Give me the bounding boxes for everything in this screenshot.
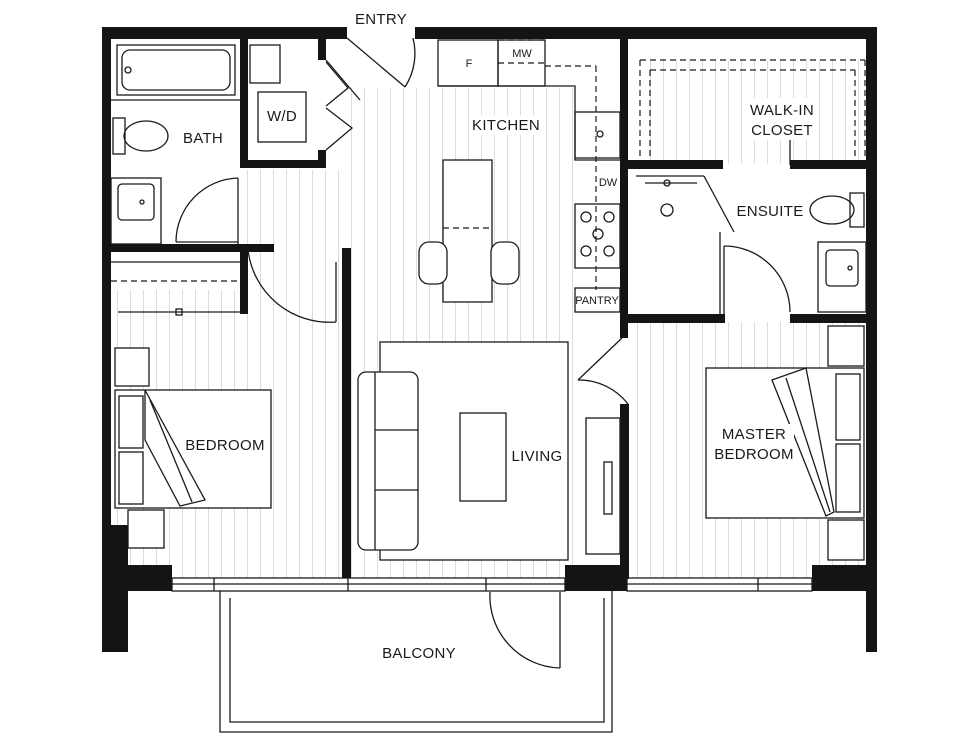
entry-door: [346, 37, 416, 88]
label-balcony: BALCONY: [382, 645, 456, 662]
label-kitchen: KITCHEN: [472, 117, 540, 134]
floor-hall: [242, 170, 348, 290]
label-master-bedroom: BEDROOM: [714, 446, 794, 463]
bath-fixtures: [110, 44, 240, 245]
label-entry: ENTRY: [355, 11, 407, 28]
label-laundry: W/D: [267, 108, 297, 125]
label-master: MASTER: [722, 426, 786, 443]
living-fixtures: [357, 337, 629, 561]
label-microwave: MW: [512, 48, 532, 60]
label-walk-in: WALK-IN: [750, 102, 814, 119]
bedroom-fixtures: [111, 249, 337, 549]
label-bedroom: BEDROOM: [185, 437, 265, 454]
washer-dryer: [249, 44, 361, 151]
label-pantry: PANTRY: [575, 295, 619, 307]
label-bath: BATH: [183, 130, 223, 147]
label-closet: CLOSET: [751, 122, 813, 139]
label-dishwasher: DW: [599, 177, 618, 189]
walls: [102, 27, 877, 652]
balcony-outline: [219, 591, 613, 733]
label-ensuite: ENSUITE: [736, 203, 803, 220]
label-fridge: F: [466, 58, 473, 70]
windows: [171, 577, 813, 592]
ensuite-fixtures: [636, 175, 867, 314]
closet-fixtures: [639, 59, 866, 165]
kitchen-fixtures: [418, 39, 621, 313]
label-living: LIVING: [512, 448, 563, 465]
